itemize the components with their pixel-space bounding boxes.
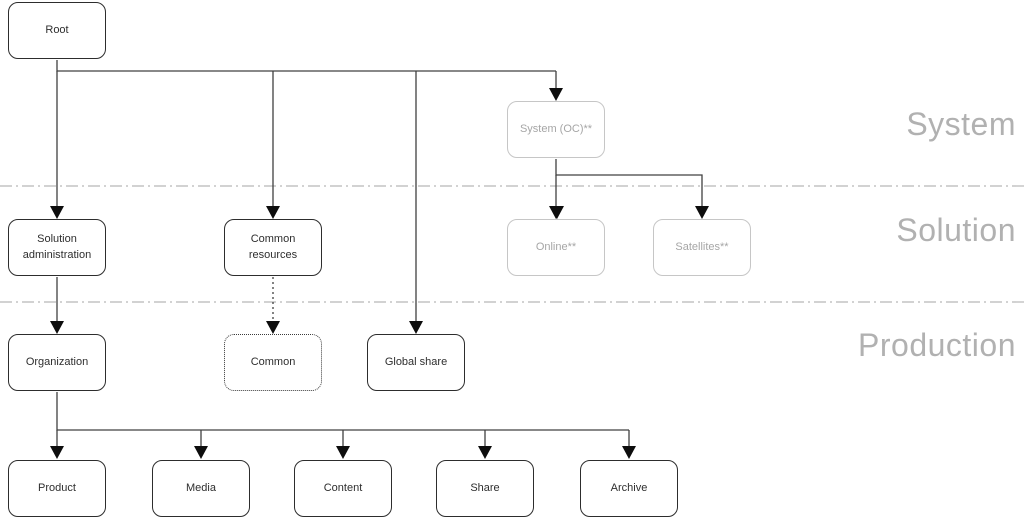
node-common-resources: Common resources xyxy=(224,219,322,276)
arrowhead-icon xyxy=(194,446,208,459)
edge-organization-trunk xyxy=(56,392,629,431)
node-share: Share xyxy=(436,460,534,517)
arrowhead-icon xyxy=(549,88,563,101)
edge-root-trunk xyxy=(56,60,556,72)
node-common: Common xyxy=(224,334,322,391)
arrowhead-icon xyxy=(50,321,64,334)
arrowhead-icon xyxy=(478,446,492,459)
node-organization: Organization xyxy=(8,334,106,391)
edge-system-oc-satellites xyxy=(555,159,703,207)
section-label-solution: Solution xyxy=(896,212,1016,248)
node-solution-administration: Solution administration xyxy=(8,219,106,276)
node-media: Media xyxy=(152,460,250,517)
node-root: Root xyxy=(8,2,106,59)
arrowhead-icon xyxy=(695,206,709,219)
node-online: Online** xyxy=(507,219,605,276)
node-product: Product xyxy=(8,460,106,517)
arrowhead-icon xyxy=(336,446,350,459)
section-label-system: System xyxy=(906,106,1016,142)
node-archive: Archive xyxy=(580,460,678,517)
arrowhead-icon xyxy=(50,446,64,459)
arrowhead-icon xyxy=(622,446,636,459)
arrowhead-icon xyxy=(50,206,64,219)
arrowhead-icon xyxy=(409,321,423,334)
arrowhead-icon xyxy=(266,206,280,219)
node-global-share: Global share xyxy=(367,334,465,391)
node-satellites: Satellites** xyxy=(653,219,751,276)
arrowhead-icon xyxy=(266,321,280,334)
node-content: Content xyxy=(294,460,392,517)
node-system-oc: System (OC)** xyxy=(507,101,605,158)
arrowhead-icon xyxy=(549,206,563,219)
section-label-production: Production xyxy=(858,327,1016,363)
